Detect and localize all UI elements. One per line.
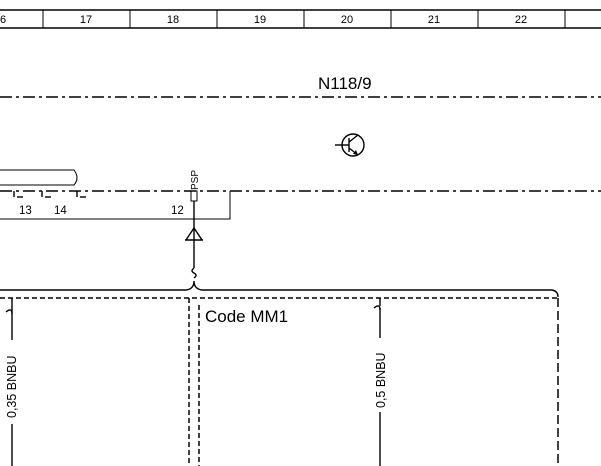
- ruler-label: 21: [428, 14, 440, 26]
- column-ruler: 6 17 18 19 20 21 22: [0, 9, 601, 29]
- ruler-label: 20: [341, 14, 353, 26]
- component-n118-9: N118/9: [0, 74, 601, 157]
- pin-14: 14: [54, 205, 67, 217]
- wire-right: 0,5 BNBU: [373, 298, 388, 466]
- signal-wire: [185, 201, 203, 279]
- brace-icon: [0, 280, 559, 298]
- ruler-label: 6: [0, 14, 6, 26]
- ruler-label: 19: [254, 14, 266, 26]
- component-name: N118/9: [318, 74, 372, 93]
- pin-13: 13: [19, 205, 32, 217]
- connector-housing: 13 14 12 PSP: [0, 169, 601, 220]
- code-label: Code MM1: [205, 307, 288, 326]
- wire-label-right: 0,5 BNBU: [374, 352, 388, 408]
- psp-label: PSP: [190, 170, 201, 190]
- wire-left: 0,35 BNBU: [5, 298, 19, 466]
- wire-break-icon: [191, 267, 197, 279]
- ruler-label: 22: [515, 14, 527, 26]
- ruler-label: 18: [167, 14, 179, 26]
- transistor-symbol-icon: [335, 133, 365, 157]
- ruler-label: 17: [80, 14, 92, 26]
- code-mm1-group: Code MM1: [0, 280, 559, 466]
- wire-label-left: 0,35 BNBU: [5, 355, 19, 418]
- connector-symbol-icon: [185, 226, 203, 241]
- pin-12: 12: [171, 205, 184, 217]
